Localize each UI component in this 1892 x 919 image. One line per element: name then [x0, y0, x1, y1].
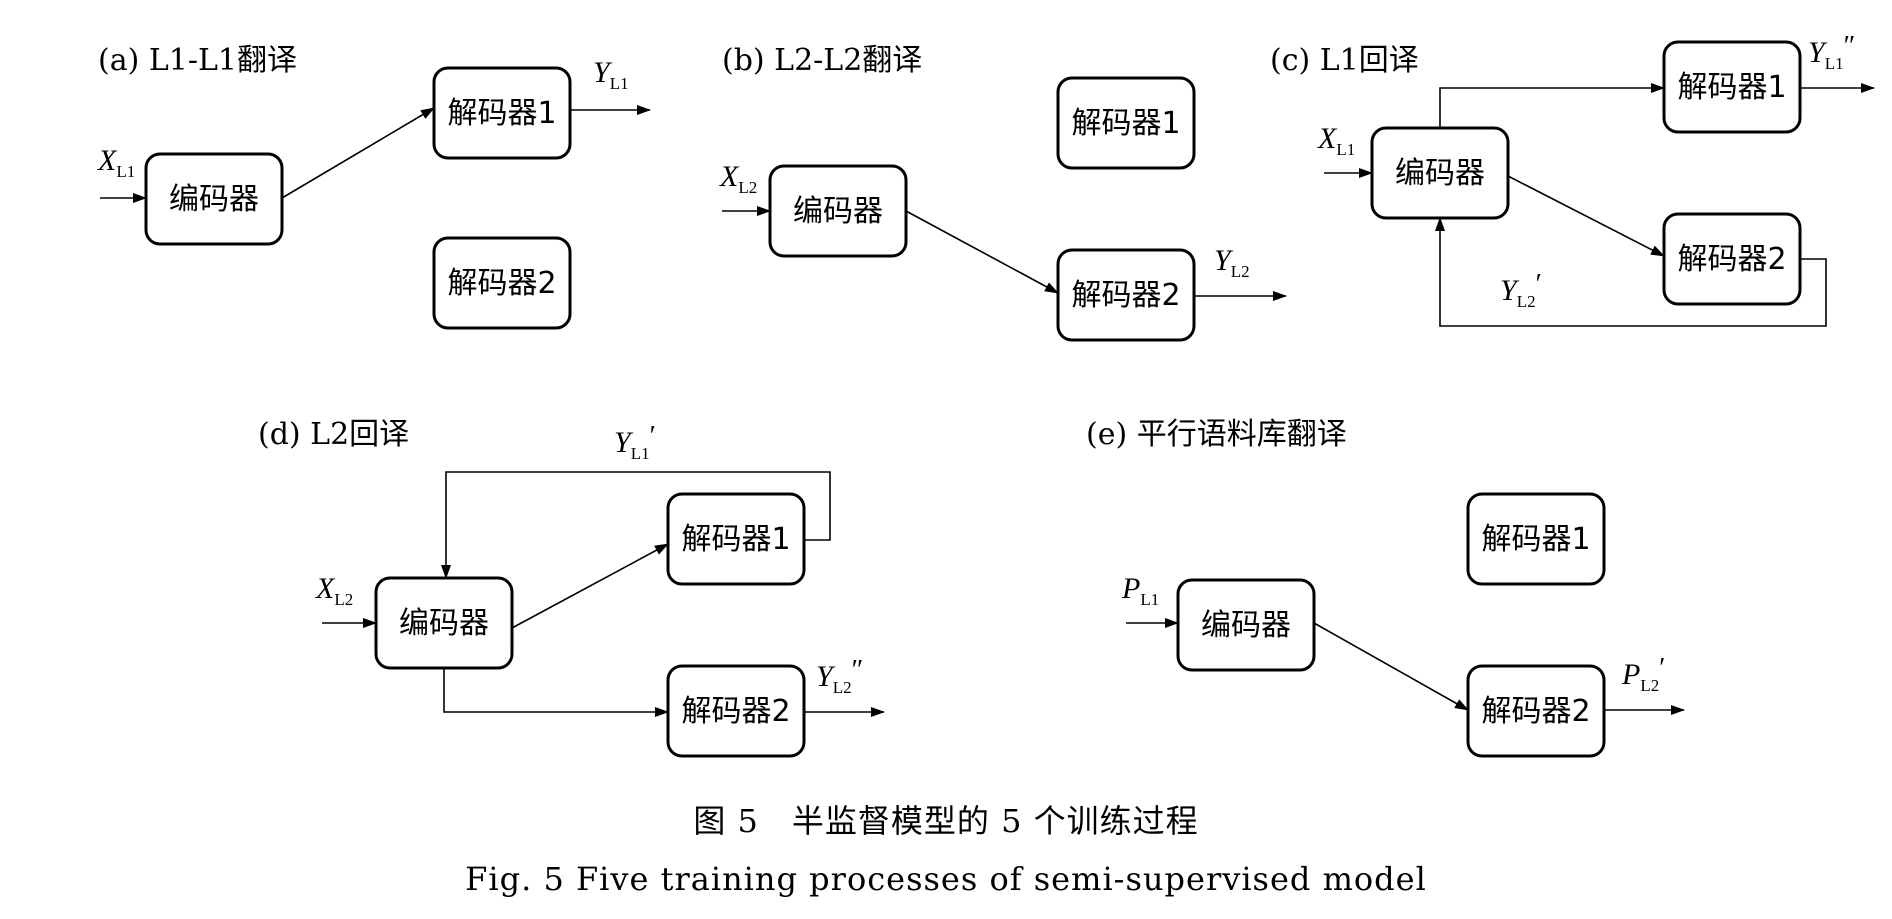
panel-e-decoder2-box	[1466, 664, 1606, 758]
panel-e-enc-to-dec2-arrow	[1313, 622, 1469, 711]
panel-b: (b) L2-L2翻译 编码器 解码器1 解码器2 XL2 YL2	[719, 43, 1287, 342]
panel-c-enc-to-dec1-arrow	[1439, 83, 1665, 128]
panel-b-decoder1-label: 解码器1	[1071, 106, 1180, 141]
panel-a: (a) L1-L1翻译 编码器 解码器1 解码器2 XL1 YL1	[97, 43, 651, 330]
panel-d-output-label: YL2″	[816, 655, 863, 697]
panel-c: (c) L1回译 编码器 解码器1 解码器2 XL1 YL1″ YL2′	[1270, 31, 1875, 327]
panel-c-input-label: XL1	[1317, 122, 1355, 159]
panel-c-output-label: YL1″	[1808, 31, 1855, 73]
figure-caption-cn: 图 5 半监督模型的 5 个训练过程	[693, 802, 1198, 840]
panel-e-output-label: PL2′	[1621, 653, 1665, 695]
panel-c-feedback-arrow	[1435, 217, 1827, 327]
panel-e-title: (e) 平行语料库翻译	[1086, 417, 1347, 452]
panel-d-encoder-label: 编码器	[399, 606, 489, 641]
panel-d-title: (d) L2回译	[258, 417, 409, 452]
panel-a-output-label: YL1	[593, 56, 629, 93]
panel-c-decoder2-label: 解码器2	[1677, 242, 1786, 277]
panel-e-decoder2-label: 解码器2	[1481, 694, 1590, 729]
panel-b-decoder2-label: 解码器2	[1071, 278, 1180, 313]
panel-a-decoder1-label: 解码器1	[447, 96, 556, 131]
panel-a-title: (a) L1-L1翻译	[98, 43, 297, 78]
panel-c-encoder-label: 编码器	[1395, 156, 1485, 191]
panel-a-decoder2-label: 解码器2	[447, 266, 556, 301]
panel-b-decoder1-box	[1056, 76, 1196, 170]
panel-e-encoder-label: 编码器	[1201, 608, 1291, 643]
panel-a-decoder2-box	[432, 236, 572, 330]
panel-c-feedback-label: YL2′	[1500, 269, 1542, 311]
panel-d-decoder1-label: 解码器1	[681, 522, 790, 557]
panel-e-decoder1-box	[1466, 492, 1606, 586]
panel-e-decoder1-label: 解码器1	[1481, 522, 1590, 557]
panel-b-enc-to-dec2-arrow	[905, 210, 1059, 294]
panel-b-input-label: XL2	[719, 160, 757, 197]
panel-d: (d) L2回译 编码器 解码器1 解码器2 XL2 YL1′ YL2″	[258, 417, 885, 758]
panel-b-decoder2-box	[1056, 248, 1196, 342]
panel-c-title: (c) L1回译	[1270, 43, 1419, 78]
panel-c-enc-to-dec2-arrow	[1507, 175, 1665, 257]
panel-d-input-label: XL2	[315, 572, 353, 609]
panel-b-title: (b) L2-L2翻译	[722, 43, 922, 78]
panel-d-enc-to-dec1-arrow	[511, 543, 669, 629]
panel-d-decoder2-label: 解码器2	[681, 694, 790, 729]
panel-d-feedback-label: YL1′	[614, 421, 656, 463]
panel-e-input-label: PL1	[1121, 572, 1159, 609]
panel-b-output-label: YL2	[1214, 244, 1250, 281]
figure-caption-en: Fig. 5 Five training processes of semi-s…	[465, 860, 1427, 898]
panel-a-enc-to-dec1-arrow	[281, 107, 435, 199]
panel-d-enc-to-dec2-arrow	[443, 668, 669, 717]
panel-c-decoder1-label: 解码器1	[1677, 70, 1786, 105]
panel-a-input-label: XL1	[97, 144, 135, 181]
panel-a-encoder-label: 编码器	[169, 182, 259, 217]
panel-b-encoder-label: 编码器	[793, 194, 883, 229]
panel-d-decoder1-box	[666, 492, 806, 586]
panel-d-feedback-arrow	[441, 471, 831, 579]
panel-e: (e) 平行语料库翻译 编码器 解码器1 解码器2 PL1 PL2′	[1086, 417, 1685, 758]
